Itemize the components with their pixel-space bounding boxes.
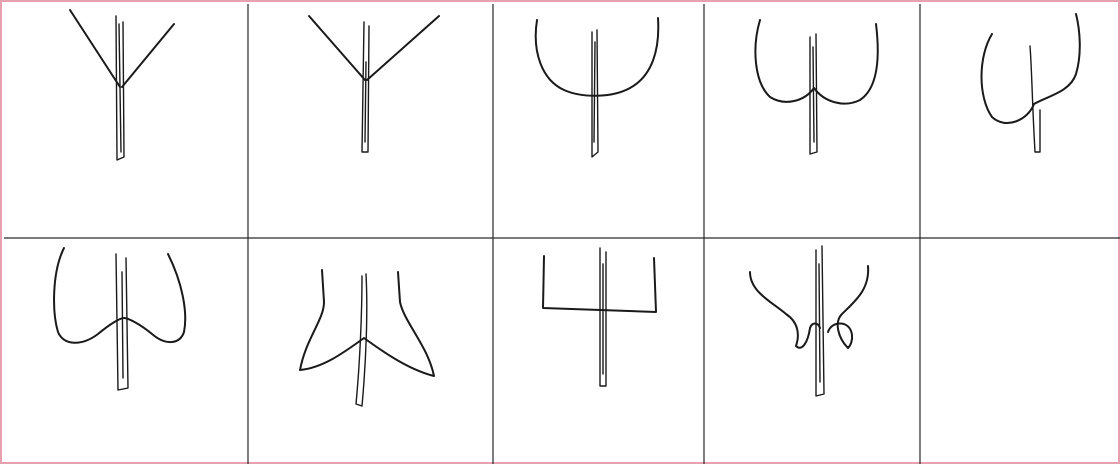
shape-flared-wings-icon	[300, 270, 434, 406]
shape-double-bowl-icon	[755, 20, 877, 154]
shape-asymmetric-bowl-icon	[982, 14, 1080, 152]
shape-square-trident-icon	[543, 248, 656, 386]
shape-y-straight-arms-icon	[70, 10, 174, 160]
shape-u-round-bowl-icon	[536, 18, 659, 157]
shape-wide-u-with-hump-icon	[54, 248, 185, 390]
shape-curled-hooks-icon	[750, 246, 868, 396]
shape-y-wide-arms-icon	[309, 16, 439, 152]
